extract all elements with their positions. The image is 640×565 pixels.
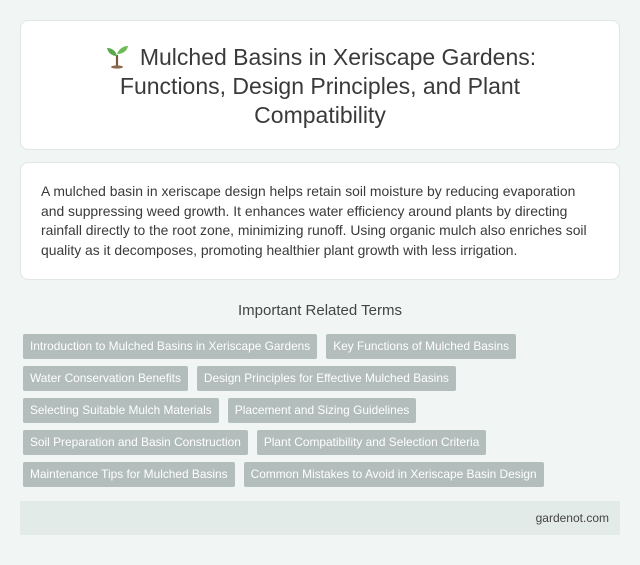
related-term-tag[interactable]: Common Mistakes to Avoid in Xeriscape Ba… bbox=[243, 462, 544, 487]
intro-card: A mulched basin in xeriscape design help… bbox=[20, 162, 620, 280]
sprout-icon bbox=[104, 43, 130, 69]
footer: gardenot.com bbox=[20, 501, 620, 535]
title-card: Mulched Basins in Xeriscape Gardens: Fun… bbox=[20, 20, 620, 150]
page-title-text: Mulched Basins in Xeriscape Gardens: Fun… bbox=[119, 44, 537, 128]
intro-paragraph: A mulched basin in xeriscape design help… bbox=[41, 183, 587, 258]
related-term-tag[interactable]: Introduction to Mulched Basins in Xerisc… bbox=[23, 334, 318, 359]
related-term-tag[interactable]: Placement and Sizing Guidelines bbox=[227, 398, 417, 423]
related-term-tag[interactable]: Plant Compatibility and Selection Criter… bbox=[256, 430, 487, 455]
related-term-tag[interactable]: Design Principles for Effective Mulched … bbox=[196, 366, 456, 391]
related-term-tag[interactable]: Key Functions of Mulched Basins bbox=[326, 334, 517, 359]
related-terms-list: Introduction to Mulched Basins in Xerisc… bbox=[23, 334, 623, 494]
related-term-tag[interactable]: Soil Preparation and Basin Construction bbox=[23, 430, 248, 455]
related-term-tag[interactable]: Water Conservation Benefits bbox=[23, 366, 188, 391]
related-terms-heading: Important Related Terms bbox=[238, 302, 402, 319]
page-title: Mulched Basins in Xeriscape Gardens: Fun… bbox=[51, 43, 589, 130]
related-term-tag[interactable]: Maintenance Tips for Mulched Basins bbox=[23, 462, 235, 487]
related-term-tag[interactable]: Selecting Suitable Mulch Materials bbox=[23, 398, 219, 423]
footer-site: gardenot.com bbox=[535, 511, 609, 525]
